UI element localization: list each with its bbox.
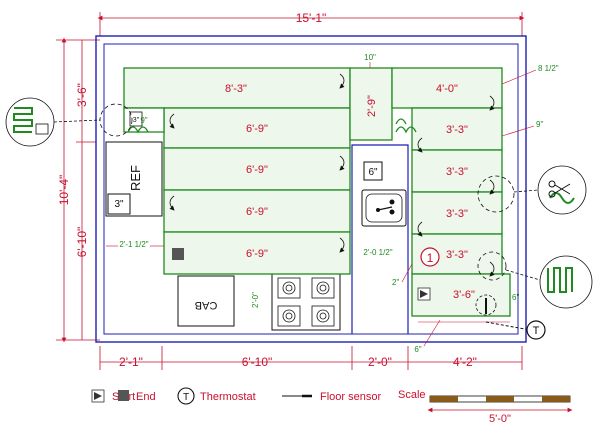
overall-height-label: 10'-4" xyxy=(57,175,71,206)
gap-label-9-left: 9" xyxy=(140,116,147,125)
run-label-4: 6'-9" xyxy=(246,206,268,218)
left-dim-upper: 3'-6" xyxy=(75,83,89,107)
legend-thermostat-label: Thermostat xyxy=(200,391,256,403)
run-label-3: 6'-9" xyxy=(246,164,268,176)
box-6-sink: 6" xyxy=(368,167,378,178)
box-3-corner-label: 3" xyxy=(133,117,140,124)
start-number: 1 xyxy=(427,251,434,265)
detail-mat-patterns xyxy=(13,107,575,293)
gap-label-8-half: 8 1/2" xyxy=(538,64,559,73)
run-label-right-2: 3'-3" xyxy=(446,124,468,136)
turn-arrows xyxy=(169,73,495,277)
legend-thermostat-icon xyxy=(177,387,195,405)
gap-label-10: 10" xyxy=(364,53,376,62)
gap-label-2: 2" xyxy=(392,278,399,287)
box-3-corner xyxy=(129,111,143,127)
thermostat-symbol: T xyxy=(526,320,546,340)
thermostat-symbol-letter: T xyxy=(533,325,540,337)
run-label-right-3: 3'-3" xyxy=(446,166,468,178)
detail-box xyxy=(35,123,49,135)
run-label-right-1: 4'-0" xyxy=(436,83,458,95)
overall-width-label: 15'-1" xyxy=(296,11,327,25)
run-label-5: 6'-9" xyxy=(246,248,268,260)
run-label-corridor: 2'-9" xyxy=(366,95,378,117)
run-label-1: 8'-3" xyxy=(225,83,247,95)
legend: Start End T Thermostat Floor sensor Scal… xyxy=(91,387,573,425)
end-marker xyxy=(172,248,184,260)
detail-callouts xyxy=(5,97,593,309)
legend-sensor-label: Floor sensor xyxy=(320,391,381,403)
floor-sensor xyxy=(475,294,531,331)
gap-label-2-1-half: 2'-1 1/2" xyxy=(119,240,148,249)
sink-faucet xyxy=(376,199,395,215)
heating-connectors xyxy=(127,118,417,134)
run-label-right-6: 3'-6" xyxy=(453,289,475,301)
gap-label-6-right: 6" xyxy=(512,293,519,302)
cabinet-label: CAB xyxy=(195,299,218,311)
run-label-2: 6'-9" xyxy=(246,123,268,135)
refrigerator-label: REF xyxy=(128,165,143,191)
run-label-right-4: 3'-3" xyxy=(446,208,468,220)
leader-lines xyxy=(106,62,537,347)
start-marker xyxy=(417,287,431,301)
legend-thermostat-glyph: T xyxy=(183,392,189,403)
scale-bar xyxy=(427,395,573,413)
dimension-lines xyxy=(56,12,525,370)
scissors-icon xyxy=(548,180,571,198)
legend-scale-label: Scale xyxy=(398,389,426,401)
bottom-dim-4: 4'-2" xyxy=(453,355,477,369)
legend-scale-length: 5'-0" xyxy=(489,413,511,425)
legend-end-icon xyxy=(118,390,129,401)
left-dim-lower: 6'-10" xyxy=(75,227,89,258)
cooktop-burners xyxy=(277,277,335,327)
bottom-dim-1: 2'-1" xyxy=(119,355,143,369)
bottom-dim-3: 2'-0" xyxy=(368,355,392,369)
gap-label-2-0-half: 2'-0 1/2" xyxy=(363,248,392,257)
start-number-badge xyxy=(420,247,440,267)
fixtures xyxy=(105,141,407,331)
walls xyxy=(95,35,527,343)
bottom-dim-2: 6'-10" xyxy=(242,355,273,369)
run-label-right-5: 3'-3" xyxy=(446,249,468,261)
heating-runs xyxy=(123,67,511,317)
legend-end-label: End xyxy=(136,391,156,403)
gap-label-6-bottom: 6" xyxy=(414,345,421,354)
gap-label-2-0: 2'-0" xyxy=(251,292,260,308)
box-3-left: 3" xyxy=(114,199,124,210)
gap-label-9-right: 9" xyxy=(536,120,543,129)
